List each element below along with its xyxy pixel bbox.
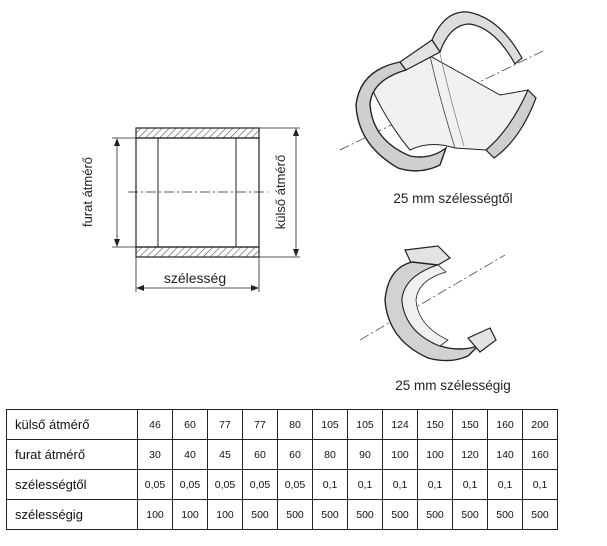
row-label: furat átmérő [6,439,138,470]
row-label: szélességig [6,499,138,530]
table-cell: 60 [277,439,313,470]
top-wall-section [135,127,260,139]
table-cell: 140 [487,439,523,470]
table-cell: 100 [417,439,453,470]
table-cell: 200 [522,409,558,440]
table-cell: 0,05 [172,469,208,500]
table-cell: 500 [452,499,488,530]
table-cell: 45 [207,439,243,470]
table-cell: 500 [312,499,348,530]
table-cell: 40 [172,439,208,470]
row-label: külső átmérő [6,409,138,440]
table-cell: 60 [242,439,278,470]
table-cell: 120 [452,439,488,470]
table-cell: 80 [277,409,313,440]
table-cell: 100 [172,499,208,530]
table-cell: 77 [242,409,278,440]
table-cell: 0,1 [312,469,348,500]
table-cell: 150 [417,409,453,440]
row-label: szélességtől [6,469,138,500]
width-label: szélesség [164,270,226,286]
table-cell: 100 [137,499,173,530]
table-cell: 0,1 [417,469,453,500]
table-cell: 100 [382,439,418,470]
table-cell: 0,05 [207,469,243,500]
cross-section-view: furat átmérő külső átmérő szélesség [80,127,300,292]
table-cell: 150 [452,409,488,440]
table-cell: 500 [382,499,418,530]
table-cell: 105 [312,409,348,440]
table-cell: 0,1 [452,469,488,500]
table-cell: 80 [312,439,348,470]
narrow-bushing-caption: 25 mm szélességig [395,378,511,393]
table-cell: 0,05 [242,469,278,500]
table-cell: 160 [522,439,558,470]
table-cell: 60 [172,409,208,440]
outer-diameter-label: külső átmérő [273,155,288,229]
table-cell: 500 [487,499,523,530]
wide-bushing-illustration: 25 mm szélességtől [339,11,546,206]
table-cell: 0,1 [347,469,383,500]
table-cell: 46 [137,409,173,440]
table-cell: 124 [382,409,418,440]
table-cell: 30 [137,439,173,470]
table-cell: 500 [277,499,313,530]
table-cell: 500 [242,499,278,530]
table-cell: 100 [207,499,243,530]
table-cell: 0,1 [522,469,558,500]
wide-bushing-caption: 25 mm szélességtől [393,191,512,206]
table-cell: 105 [347,409,383,440]
table-cell: 500 [522,499,558,530]
table-cell: 500 [417,499,453,530]
table-cell: 77 [207,409,243,440]
table-cell: 90 [347,439,383,470]
table-cell: 0,1 [382,469,418,500]
table-cell: 0,05 [137,469,173,500]
bottom-wall-section [135,246,260,258]
table-cell: 500 [347,499,383,530]
table-cell: 0,05 [277,469,313,500]
narrow-bushing-illustration: 25 mm szélességig [359,245,511,393]
bushing-drawing: furat átmérő külső átmérő szélesség 25 m… [80,11,546,393]
table-cell: 0,1 [487,469,523,500]
bore-diameter-label: furat átmérő [80,157,95,227]
table-cell: 160 [487,409,523,440]
